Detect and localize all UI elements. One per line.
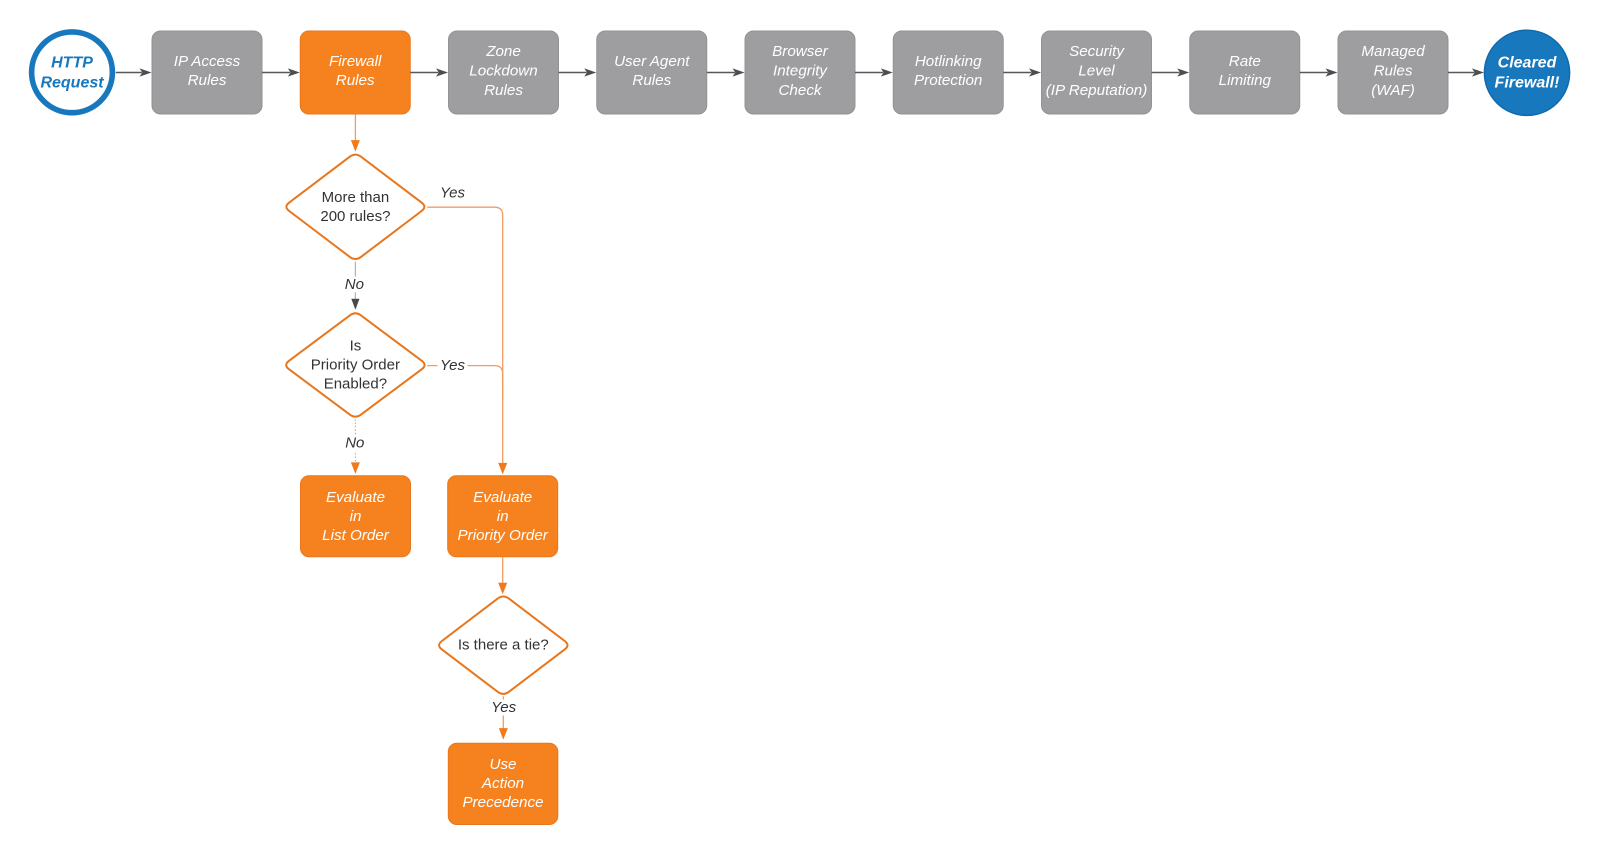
svg-text:Browser: Browser <box>772 43 829 60</box>
svg-text:Rules: Rules <box>632 72 671 89</box>
svg-text:200 rules?: 200 rules? <box>320 208 390 225</box>
svg-text:Action: Action <box>481 775 524 792</box>
svg-text:Priority Order: Priority Order <box>311 357 400 374</box>
svg-text:Request: Request <box>40 74 104 91</box>
svg-text:Security: Security <box>1069 43 1125 60</box>
svg-text:Rules: Rules <box>484 82 523 99</box>
svg-text:No: No <box>345 276 364 293</box>
svg-text:Integrity: Integrity <box>773 63 828 80</box>
svg-text:More than: More than <box>322 189 390 206</box>
svg-text:Rules: Rules <box>336 72 375 89</box>
svg-text:Yes: Yes <box>440 357 466 374</box>
svg-text:Zone: Zone <box>485 43 521 60</box>
svg-text:Firewall: Firewall <box>329 53 382 70</box>
svg-text:Priority Order: Priority Order <box>458 527 549 544</box>
svg-text:Enabled?: Enabled? <box>324 376 387 393</box>
svg-text:HTTP: HTTP <box>51 54 93 71</box>
svg-text:User Agent: User Agent <box>614 53 690 70</box>
svg-text:in: in <box>350 508 362 525</box>
svg-text:No: No <box>345 435 364 452</box>
svg-text:Check: Check <box>778 82 822 99</box>
svg-text:Cleared: Cleared <box>1498 55 1558 72</box>
svg-text:Protection: Protection <box>914 72 982 89</box>
svg-text:Rules: Rules <box>188 72 227 89</box>
svg-text:Use: Use <box>489 756 516 773</box>
svg-text:Hotlinking: Hotlinking <box>915 53 982 70</box>
svg-text:Precedence: Precedence <box>462 794 543 811</box>
svg-text:Is there a tie?: Is there a tie? <box>458 637 549 654</box>
svg-text:Lockdown: Lockdown <box>469 63 537 80</box>
svg-text:Rate: Rate <box>1229 53 1261 70</box>
svg-text:IP Access: IP Access <box>174 53 241 70</box>
svg-text:List Order: List Order <box>322 527 390 544</box>
svg-text:Evaluate: Evaluate <box>473 489 532 506</box>
svg-text:Managed: Managed <box>1361 43 1425 60</box>
svg-text:Rules: Rules <box>1374 63 1413 80</box>
svg-text:Yes: Yes <box>440 184 466 201</box>
svg-text:in: in <box>497 508 509 525</box>
svg-text:(IP Reputation): (IP Reputation) <box>1046 82 1148 99</box>
svg-text:Is: Is <box>350 338 362 355</box>
svg-text:Evaluate: Evaluate <box>326 489 385 506</box>
svg-text:Firewall!: Firewall! <box>1495 75 1561 92</box>
svg-text:Level: Level <box>1078 63 1115 80</box>
svg-text:(WAF): (WAF) <box>1371 82 1415 99</box>
svg-text:Limiting: Limiting <box>1219 72 1272 89</box>
svg-text:Yes: Yes <box>491 699 517 716</box>
